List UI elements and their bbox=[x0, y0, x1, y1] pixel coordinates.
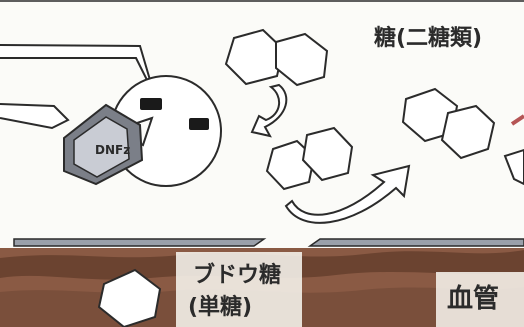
disaccharide-middle bbox=[265, 126, 354, 191]
input-arrow-top bbox=[0, 44, 169, 88]
right-edge-arrow bbox=[503, 148, 524, 186]
right-edge-mark-top bbox=[510, 114, 524, 126]
split-arrow bbox=[250, 83, 288, 138]
monosaccharide-label: (単糖) bbox=[188, 294, 252, 320]
blood-vessel-label: 血管 bbox=[447, 284, 499, 314]
glucose-label: ブドウ糖 bbox=[193, 262, 281, 288]
disaccharide-top bbox=[224, 28, 329, 87]
glucose-molecule bbox=[97, 268, 162, 327]
disaccharide-right bbox=[401, 87, 496, 160]
enzyme-badge-text: DNFz bbox=[95, 143, 130, 157]
sugar-label: 糖(二糖類) bbox=[374, 25, 482, 51]
transport-arrow bbox=[284, 164, 411, 224]
input-arrow-bottom bbox=[0, 103, 70, 130]
intestine-cell: DNFz bbox=[63, 103, 144, 186]
